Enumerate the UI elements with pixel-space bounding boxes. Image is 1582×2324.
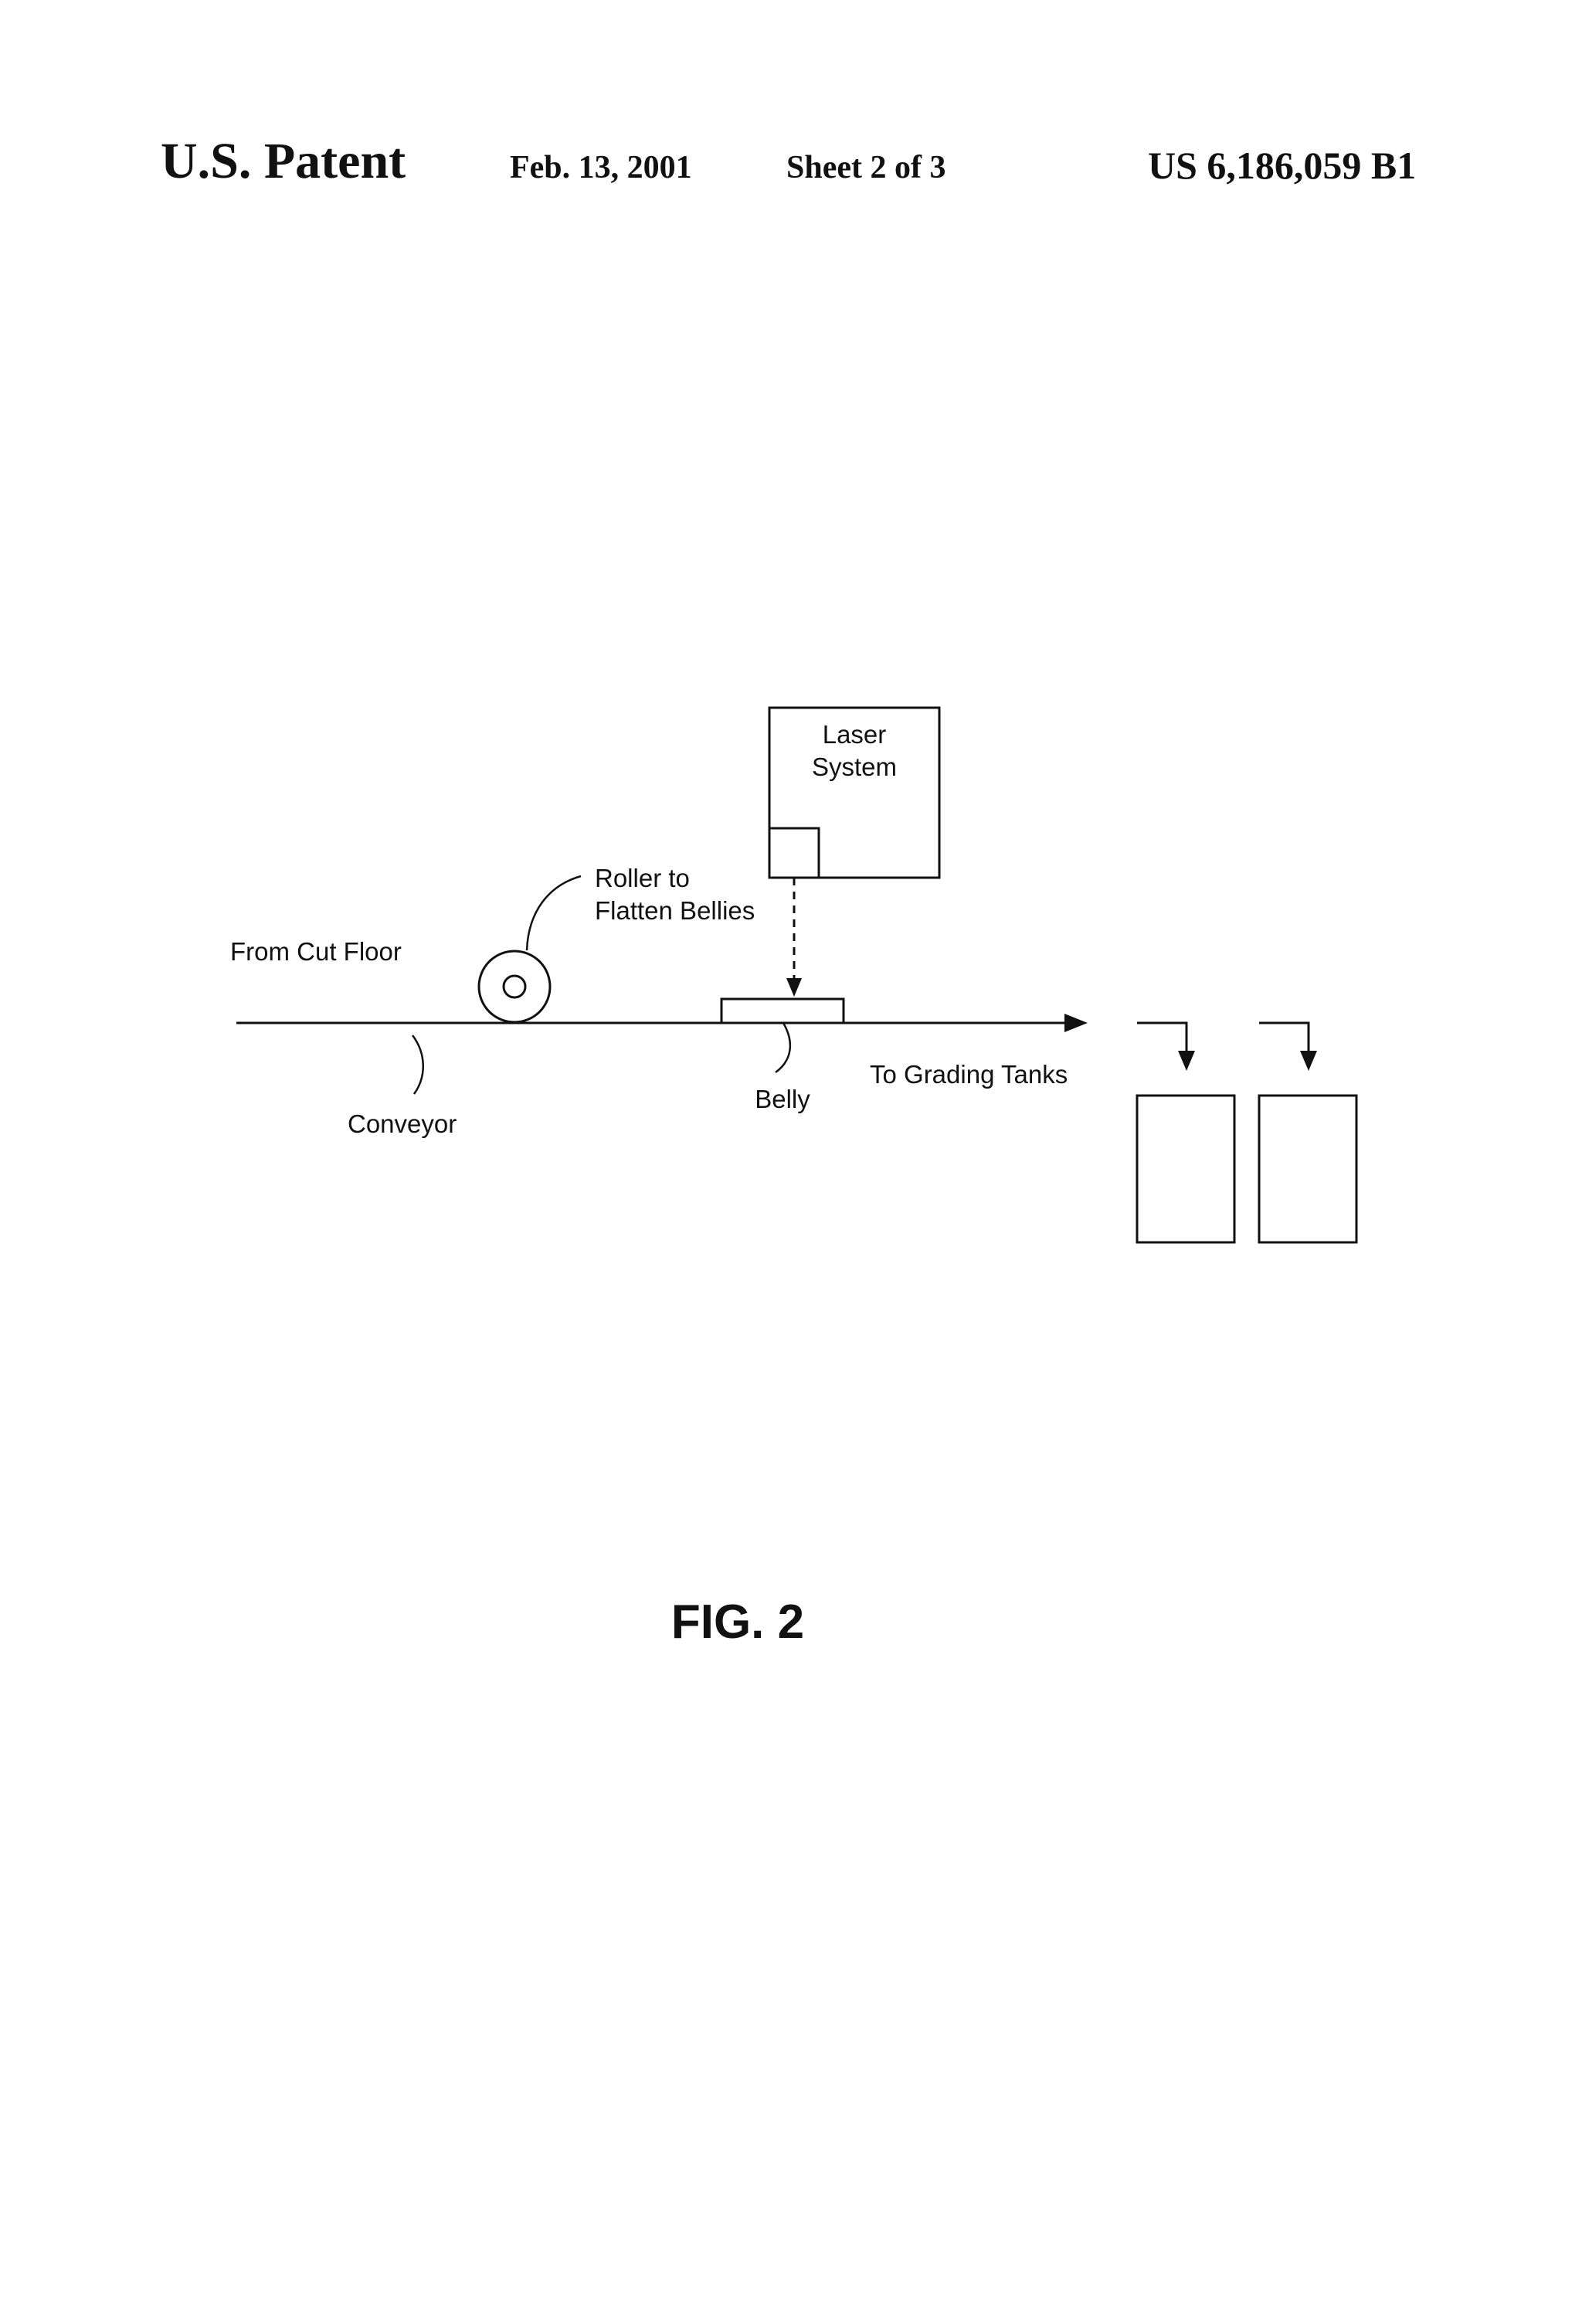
patent-office-title: U.S. Patent xyxy=(161,133,406,189)
laser-system-label-line2: System xyxy=(812,753,897,781)
laser-system-box xyxy=(768,706,941,879)
tank-1-box xyxy=(1136,1094,1236,1244)
roller-leader-line xyxy=(525,875,582,951)
conveyor-leader-line xyxy=(411,1035,424,1095)
tank-2-box xyxy=(1258,1094,1358,1244)
laser-emitter-box xyxy=(768,827,820,879)
roller-label-line2: Flatten Bellies xyxy=(595,896,755,925)
roller-outer-circle xyxy=(477,950,552,1024)
grading-tank-1 xyxy=(1136,1021,1236,1244)
belly-leader-line xyxy=(775,1022,792,1074)
roller-inner-circle xyxy=(502,974,527,999)
belly-block xyxy=(720,997,845,1024)
grading-tank-2 xyxy=(1258,1021,1358,1244)
tank-2-feed-line xyxy=(1259,1021,1310,1054)
patent-date: Feb. 13, 2001 xyxy=(510,150,692,185)
conveyor-arrowhead xyxy=(1064,1014,1088,1032)
laser-beam-arrowhead xyxy=(786,978,802,997)
patent-number: US 6,186,059 B1 xyxy=(1148,144,1417,187)
roller-label-line1: Roller to xyxy=(595,864,690,892)
belly-label: Belly xyxy=(755,1085,810,1113)
conveyor-label: Conveyor xyxy=(348,1109,457,1138)
tank-1-feed-line xyxy=(1137,1021,1188,1054)
from-cut-floor-label: From Cut Floor xyxy=(230,937,402,966)
laser-system-label-line1: Laser xyxy=(823,720,887,749)
figure-caption: FIG. 2 xyxy=(671,1595,804,1649)
patent-header: U.S. Patent Feb. 13, 2001 Sheet 2 of 3 U… xyxy=(0,133,1582,205)
belly: Belly xyxy=(720,997,845,1113)
laser-system: Laser System xyxy=(768,706,941,879)
tank-1-feed-arrowhead xyxy=(1178,1051,1195,1071)
to-grading-tanks-label: To Grading Tanks xyxy=(870,1060,1068,1089)
tank-2-feed-arrowhead xyxy=(1300,1051,1317,1071)
sheet-number: Sheet 2 of 3 xyxy=(786,150,946,185)
roller: Roller to Flatten Bellies xyxy=(477,864,755,1024)
